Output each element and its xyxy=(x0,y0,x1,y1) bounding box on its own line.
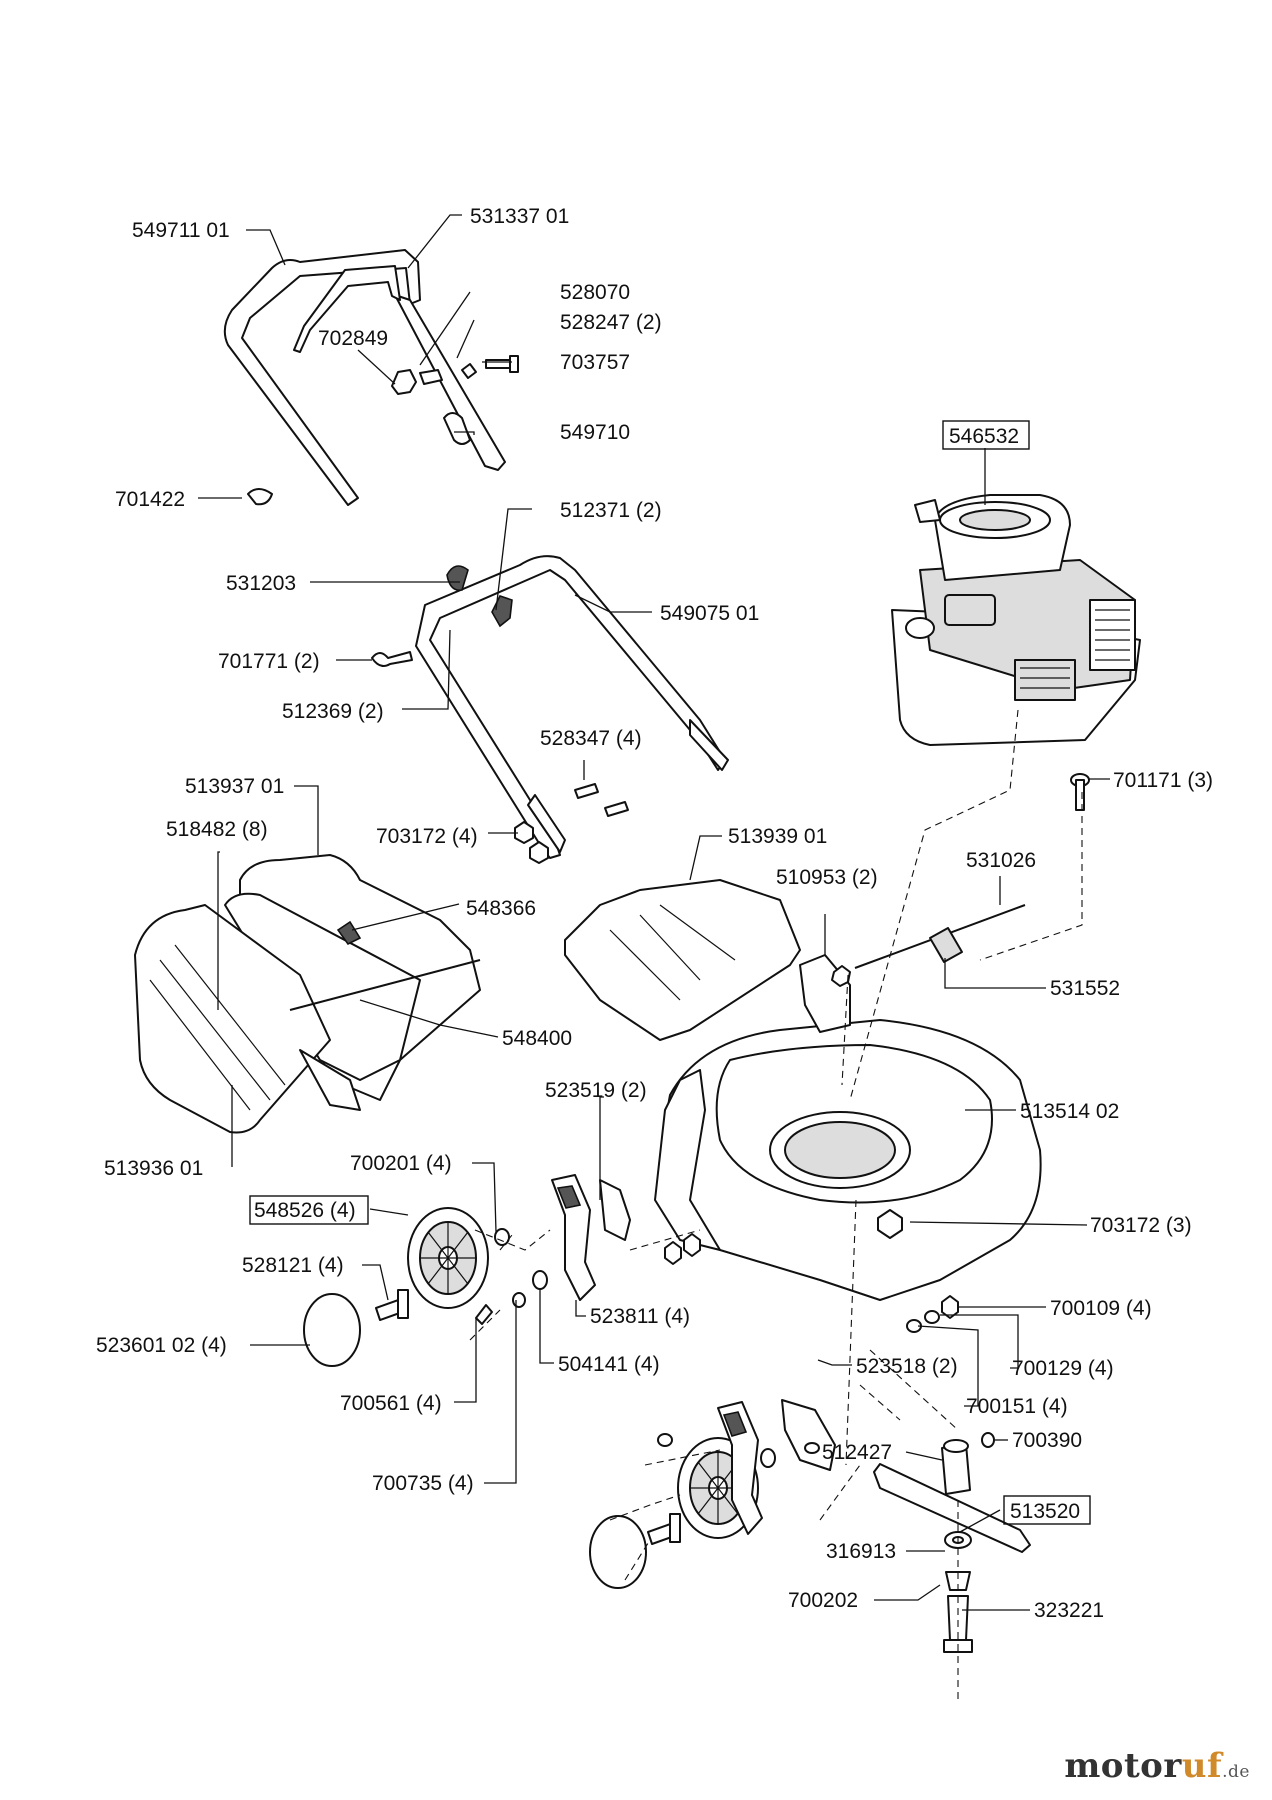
part-label-510953: 510953 (2) xyxy=(776,866,878,889)
part-label-703172-a: 703172 (4) xyxy=(376,825,478,848)
part-label-523811: 523811 (4) xyxy=(590,1305,690,1328)
part-label-523518: 523518 (2) xyxy=(856,1355,958,1378)
brand-tld: .de xyxy=(1222,1762,1250,1782)
brand-watermark: motoruf.de xyxy=(1064,1746,1250,1786)
part-label-513514: 513514 02 xyxy=(1020,1100,1119,1123)
part-label-701422: 701422 xyxy=(115,488,185,511)
part-number-labels: 549711 01 531337 01 528070 528247 (2) 70… xyxy=(96,205,1213,1622)
engine-drawing xyxy=(891,494,1141,746)
part-label-548526: 548526 (4) xyxy=(254,1199,356,1222)
part-label-700390: 700390 xyxy=(1012,1429,1082,1452)
part-label-700202: 700202 xyxy=(788,1589,858,1612)
height-adjuster-drawing xyxy=(551,1174,836,1535)
part-label-531203: 531203 xyxy=(226,572,296,595)
blade-assembly-drawing xyxy=(873,1439,1031,1653)
front-wheel-drawing xyxy=(407,1207,489,1309)
boxed-label-frames xyxy=(249,420,1091,1525)
part-label-701171: 701171 (3) xyxy=(1113,769,1213,792)
part-label-504141: 504141 (4) xyxy=(558,1353,660,1376)
grass-catcher-drawing xyxy=(134,854,481,1134)
part-label-701771: 701771 (2) xyxy=(218,650,320,673)
part-label-700109: 700109 (4) xyxy=(1050,1297,1152,1320)
upper-handle-drawing xyxy=(223,249,506,506)
part-label-531552: 531552 xyxy=(1050,977,1120,1000)
part-label-549075: 549075 01 xyxy=(660,602,759,625)
part-label-700561: 700561 (4) xyxy=(340,1392,442,1415)
part-label-512427: 512427 xyxy=(822,1441,892,1464)
part-label-512369: 512369 (2) xyxy=(282,700,384,723)
part-label-700735: 700735 (4) xyxy=(372,1472,474,1495)
assembly-guides xyxy=(469,709,1083,1700)
rear-axle-drawing xyxy=(831,904,1026,987)
part-label-548400: 548400 xyxy=(502,1027,572,1050)
part-label-531026: 531026 xyxy=(966,849,1036,872)
part-label-549710: 549710 xyxy=(560,421,630,444)
part-label-549711: 549711 01 xyxy=(132,219,230,242)
part-label-323221: 323221 xyxy=(1034,1599,1104,1622)
part-label-316913: 316913 xyxy=(826,1540,896,1563)
brand-name-accent: uf xyxy=(1181,1746,1223,1786)
wheel-bolt-drawing xyxy=(375,1289,681,1545)
part-label-702849: 702849 xyxy=(318,327,388,350)
part-label-513939: 513939 01 xyxy=(728,825,827,848)
part-label-518482: 518482 (8) xyxy=(166,818,268,841)
part-label-528070: 528070 xyxy=(560,281,630,304)
part-label-700151: 700151 (4) xyxy=(966,1395,1068,1418)
part-label-513936: 513936 01 xyxy=(104,1157,203,1180)
brand-name: motor xyxy=(1064,1746,1182,1786)
mower-deck-drawing xyxy=(654,954,1042,1301)
part-label-548366: 548366 xyxy=(466,897,536,920)
part-label-703757: 703757 xyxy=(560,351,630,374)
part-label-700129: 700129 (4) xyxy=(1012,1357,1114,1380)
part-label-512371: 512371 (2) xyxy=(560,499,662,522)
rear-flap-drawing xyxy=(564,879,801,1041)
part-label-528347: 528347 (4) xyxy=(540,727,642,750)
part-label-513937: 513937 01 xyxy=(185,775,284,798)
part-label-528247: 528247 (2) xyxy=(560,311,662,334)
part-label-700201: 700201 (4) xyxy=(350,1152,452,1175)
handle-hardware-drawing xyxy=(247,355,519,506)
part-label-523519: 523519 (2) xyxy=(545,1079,647,1102)
part-label-528121: 528121 (4) xyxy=(242,1254,344,1277)
leader-lines xyxy=(198,214,1110,1611)
part-label-513520: 513520 xyxy=(1010,1500,1080,1523)
hubcap-drawing xyxy=(303,1293,647,1589)
part-label-523601: 523601 02 (4) xyxy=(96,1334,227,1357)
part-label-531337: 531337 01 xyxy=(470,205,569,228)
part-label-703172-b: 703172 (3) xyxy=(1090,1214,1192,1237)
part-label-546532: 546532 xyxy=(949,425,1019,448)
